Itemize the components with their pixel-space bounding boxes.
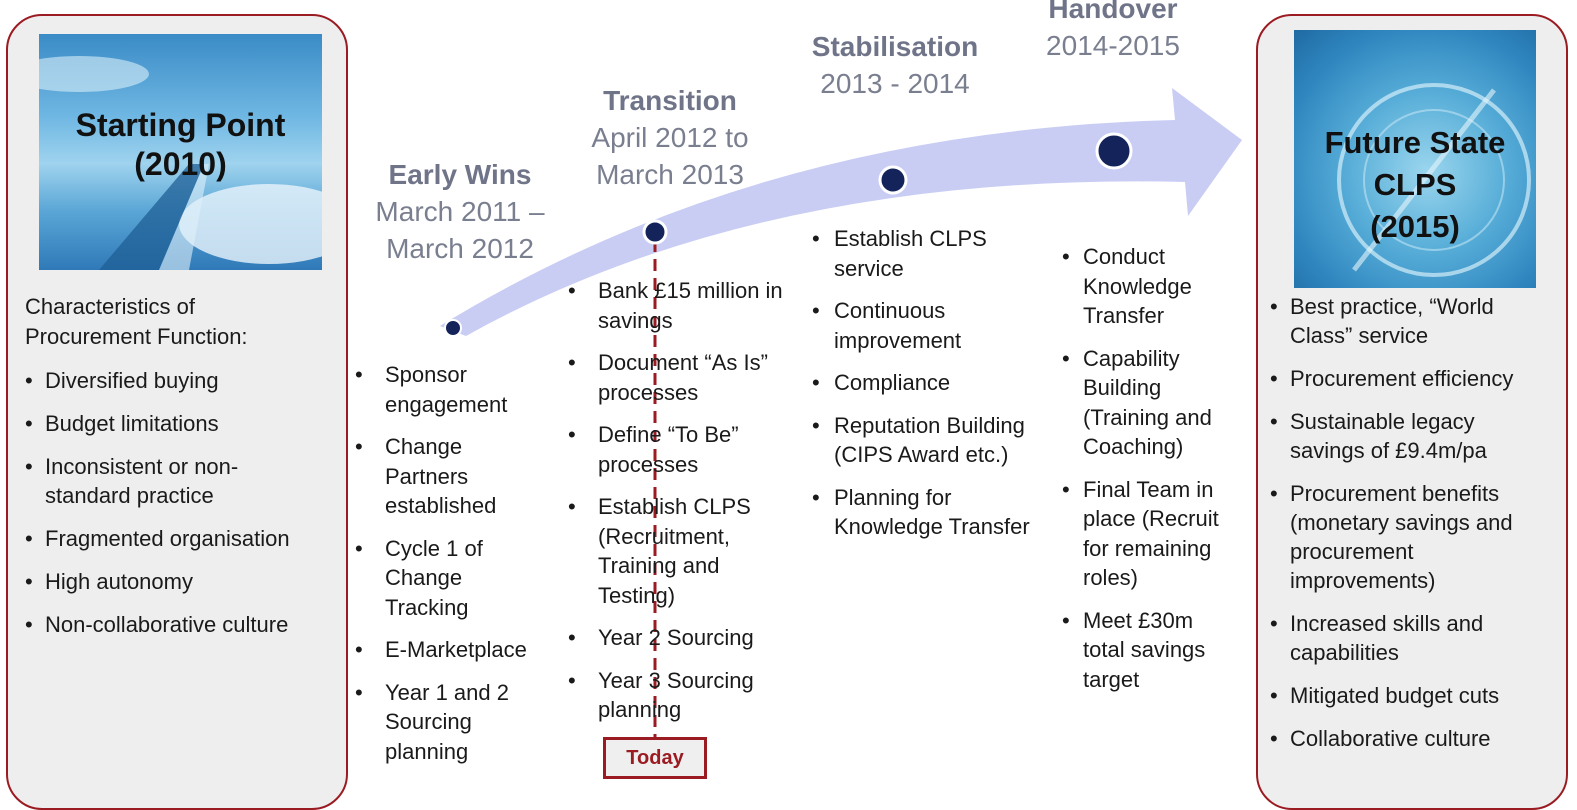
milestone-stabilisation bbox=[878, 165, 908, 195]
list-item: •Meet £30m total savings target bbox=[1062, 607, 1206, 692]
today-marker: Today bbox=[603, 737, 707, 779]
handover-list: •Conduct Knowledge Transfer •Capability … bbox=[1062, 242, 1252, 694]
list-item: •Planning for Knowledge Transfer bbox=[812, 484, 1030, 540]
list-item: •Bank £15 million in savings bbox=[568, 278, 783, 333]
list-item: •Sponsor engagement bbox=[355, 362, 508, 417]
list-item: •Year 3 Sourcing planning bbox=[568, 667, 754, 723]
list-item: Sustainable legacy savings of £9.4m/pa bbox=[1270, 407, 1560, 465]
phase-handover: Handover 2014-2015 bbox=[1046, 0, 1180, 61]
list-item: •Capability Building (Training and Coach… bbox=[1062, 345, 1212, 460]
list-item: •Year 2 Sourcing bbox=[568, 625, 754, 650]
future-state-title: Future State CLPS (2015) bbox=[1324, 125, 1506, 244]
list-item: •Define “To Be” processes bbox=[568, 422, 739, 477]
list-item: •Establish CLPS service bbox=[812, 226, 987, 281]
list-item: Best practice, “World Class” service bbox=[1270, 292, 1560, 350]
future-state-list: Best practice, “World Class” service Pro… bbox=[1270, 292, 1560, 753]
starting-point-image: Starting Point (2010) bbox=[39, 34, 322, 270]
timeline-arrow bbox=[440, 88, 1242, 336]
list-item: •Continuous improvement bbox=[812, 298, 962, 353]
starting-point-title: Starting Point (2010) bbox=[75, 107, 286, 182]
future-state-image: Future State CLPS (2015) bbox=[1294, 30, 1536, 288]
phase-transition: Transition April 2012 to March 2013 bbox=[591, 85, 749, 190]
stabilisation-list: •Establish CLPS service •Continuous impr… bbox=[812, 224, 1062, 542]
list-item: Procurement efficiency bbox=[1270, 364, 1560, 393]
milestone-early-wins bbox=[444, 319, 462, 337]
list-item: Increased skills and capabilities bbox=[1270, 609, 1560, 667]
list-item: Mitigated budget cuts bbox=[1270, 681, 1560, 710]
list-item: •Conduct Knowledge Transfer bbox=[1062, 244, 1192, 328]
starting-point-list: Diversified buying Budget limitations In… bbox=[25, 366, 335, 639]
list-item: Budget limitations bbox=[25, 409, 335, 438]
list-item: •E-Marketplace bbox=[355, 637, 527, 662]
transition-list: •Bank £15 million in savings •Document “… bbox=[568, 276, 808, 725]
list-item: Collaborative culture bbox=[1270, 724, 1560, 753]
list-item: •Establish CLPS (Recruitment, Training a… bbox=[568, 494, 751, 608]
compass-illustration bbox=[1337, 83, 1531, 277]
list-item: Procurement benefits (monetary savings a… bbox=[1270, 479, 1560, 595]
list-item: Inconsistent or non- standard practice bbox=[25, 452, 335, 510]
phase-early-wins: Early Wins March 2011 – March 2012 bbox=[375, 159, 545, 264]
list-item: •Cycle 1 of Change Tracking bbox=[355, 535, 483, 620]
list-item: High autonomy bbox=[25, 567, 335, 596]
list-item: Diversified buying bbox=[25, 366, 335, 395]
list-item: •Year 1 and 2 Sourcing planning bbox=[355, 679, 509, 764]
list-item: •Reputation Building (CIPS Award etc.) bbox=[812, 412, 1025, 468]
list-item: •Change Partners established bbox=[355, 434, 497, 518]
list-item: •Final Team in place (Recruit for remain… bbox=[1062, 476, 1219, 591]
characteristics-intro: Characteristics of Procurement Function: bbox=[25, 294, 248, 349]
list-item: •Document “As Is” processes bbox=[568, 350, 768, 405]
list-item: •Compliance bbox=[812, 370, 951, 395]
milestone-handover bbox=[1095, 132, 1133, 170]
early-wins-list: •Sponsor engagement •Change Partners est… bbox=[355, 360, 555, 766]
milestone-transition bbox=[642, 219, 668, 245]
list-item: Non-collaborative culture bbox=[25, 610, 335, 639]
road-sky-illustration bbox=[39, 56, 322, 270]
list-item: Fragmented organisation bbox=[25, 524, 335, 553]
phase-stabilisation: Stabilisation 2013 - 2014 bbox=[811, 31, 979, 99]
